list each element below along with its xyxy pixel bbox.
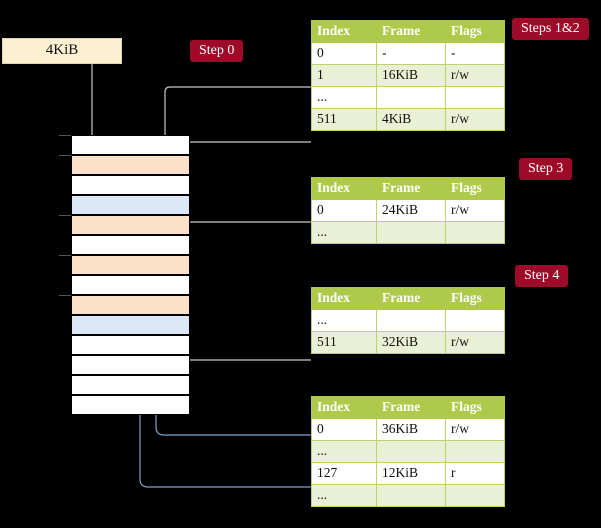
- cell-index: 127: [311, 462, 377, 485]
- column-header-index: Index: [311, 177, 377, 200]
- cell-index: ...: [311, 86, 377, 109]
- cell-frame: 24KiB: [376, 199, 446, 222]
- cell-flags: r/w: [445, 108, 505, 131]
- cell-index: ...: [311, 221, 377, 244]
- cell-frame: 16KiB: [376, 64, 446, 87]
- column-header-frame: Frame: [376, 20, 446, 43]
- cell-frame: [376, 221, 446, 244]
- memory-frame-tick: [59, 255, 71, 256]
- memory-frame-row: [71, 195, 190, 215]
- cell-frame: -: [376, 42, 446, 65]
- physical-memory-column: [71, 135, 190, 416]
- memory-frame-row: [71, 315, 190, 335]
- cell-frame: [376, 484, 446, 507]
- memory-frame-row: [71, 135, 190, 155]
- cell-flags: r: [445, 462, 505, 485]
- cell-frame: 32KiB: [376, 331, 446, 354]
- cell-frame: [376, 440, 446, 463]
- column-header-frame: Frame: [376, 177, 446, 200]
- table-row: ...: [311, 484, 505, 507]
- cell-index: 511: [311, 331, 377, 354]
- cell-index: 0: [311, 418, 377, 441]
- cell-flags: [445, 221, 505, 244]
- memory-frame-tick: [59, 215, 71, 216]
- memory-frame-row: [71, 215, 190, 235]
- table-row: ...: [311, 221, 505, 244]
- memory-frame-row: [71, 235, 190, 255]
- virtual-address-4kib-box: 4KiB: [2, 38, 122, 64]
- memory-frame-row: [71, 355, 190, 375]
- table-row: ...: [311, 440, 505, 463]
- table-row: 0--: [311, 42, 505, 65]
- memory-frame-row: [71, 375, 190, 395]
- cell-flags: [445, 484, 505, 507]
- column-header-frame: Frame: [376, 287, 446, 310]
- memory-frame-row: [71, 255, 190, 275]
- table-row: ...: [311, 86, 505, 109]
- memory-frame-tick: [59, 155, 71, 156]
- column-header-flags: Flags: [445, 396, 505, 419]
- cell-frame: 4KiB: [376, 108, 446, 131]
- column-header-index: Index: [311, 287, 377, 310]
- cell-index: 511: [311, 108, 377, 131]
- column-header-index: Index: [311, 20, 377, 43]
- memory-frame-row: [71, 335, 190, 355]
- memory-frame-row: [71, 175, 190, 195]
- column-header-frame: Frame: [376, 396, 446, 419]
- step-badge-step0: Step 0: [190, 40, 244, 62]
- cell-index: 0: [311, 199, 377, 222]
- cell-flags: -: [445, 42, 505, 65]
- memory-frame-tick: [59, 295, 71, 296]
- step-badge-steps12: Steps 1&2: [512, 18, 589, 40]
- step-badge-step4: Step 4: [515, 265, 569, 287]
- cell-flags: [445, 86, 505, 109]
- column-header-flags: Flags: [445, 20, 505, 43]
- cell-flags: [445, 309, 505, 332]
- memory-frame-row: [71, 295, 190, 315]
- memory-frame-row: [71, 155, 190, 175]
- cell-frame: 36KiB: [376, 418, 446, 441]
- step-badge-step3: Step 3: [519, 158, 573, 180]
- column-header-flags: Flags: [445, 177, 505, 200]
- memory-frame-tick: [59, 135, 71, 136]
- column-header-flags: Flags: [445, 287, 505, 310]
- cell-flags: [445, 440, 505, 463]
- cell-flags: r/w: [445, 199, 505, 222]
- memory-frame-row: [71, 275, 190, 295]
- cell-frame: 12KiB: [376, 462, 446, 485]
- cell-index: ...: [311, 309, 377, 332]
- cell-index: 0: [311, 42, 377, 65]
- cell-index: 1: [311, 64, 377, 87]
- cell-index: ...: [311, 484, 377, 507]
- cell-frame: [376, 86, 446, 109]
- cell-flags: r/w: [445, 418, 505, 441]
- cell-frame: [376, 309, 446, 332]
- column-header-index: Index: [311, 396, 377, 419]
- cell-flags: r/w: [445, 64, 505, 87]
- cell-index: ...: [311, 440, 377, 463]
- cell-flags: r/w: [445, 331, 505, 354]
- memory-frame-row: [71, 395, 190, 415]
- table-row: ...: [311, 309, 505, 332]
